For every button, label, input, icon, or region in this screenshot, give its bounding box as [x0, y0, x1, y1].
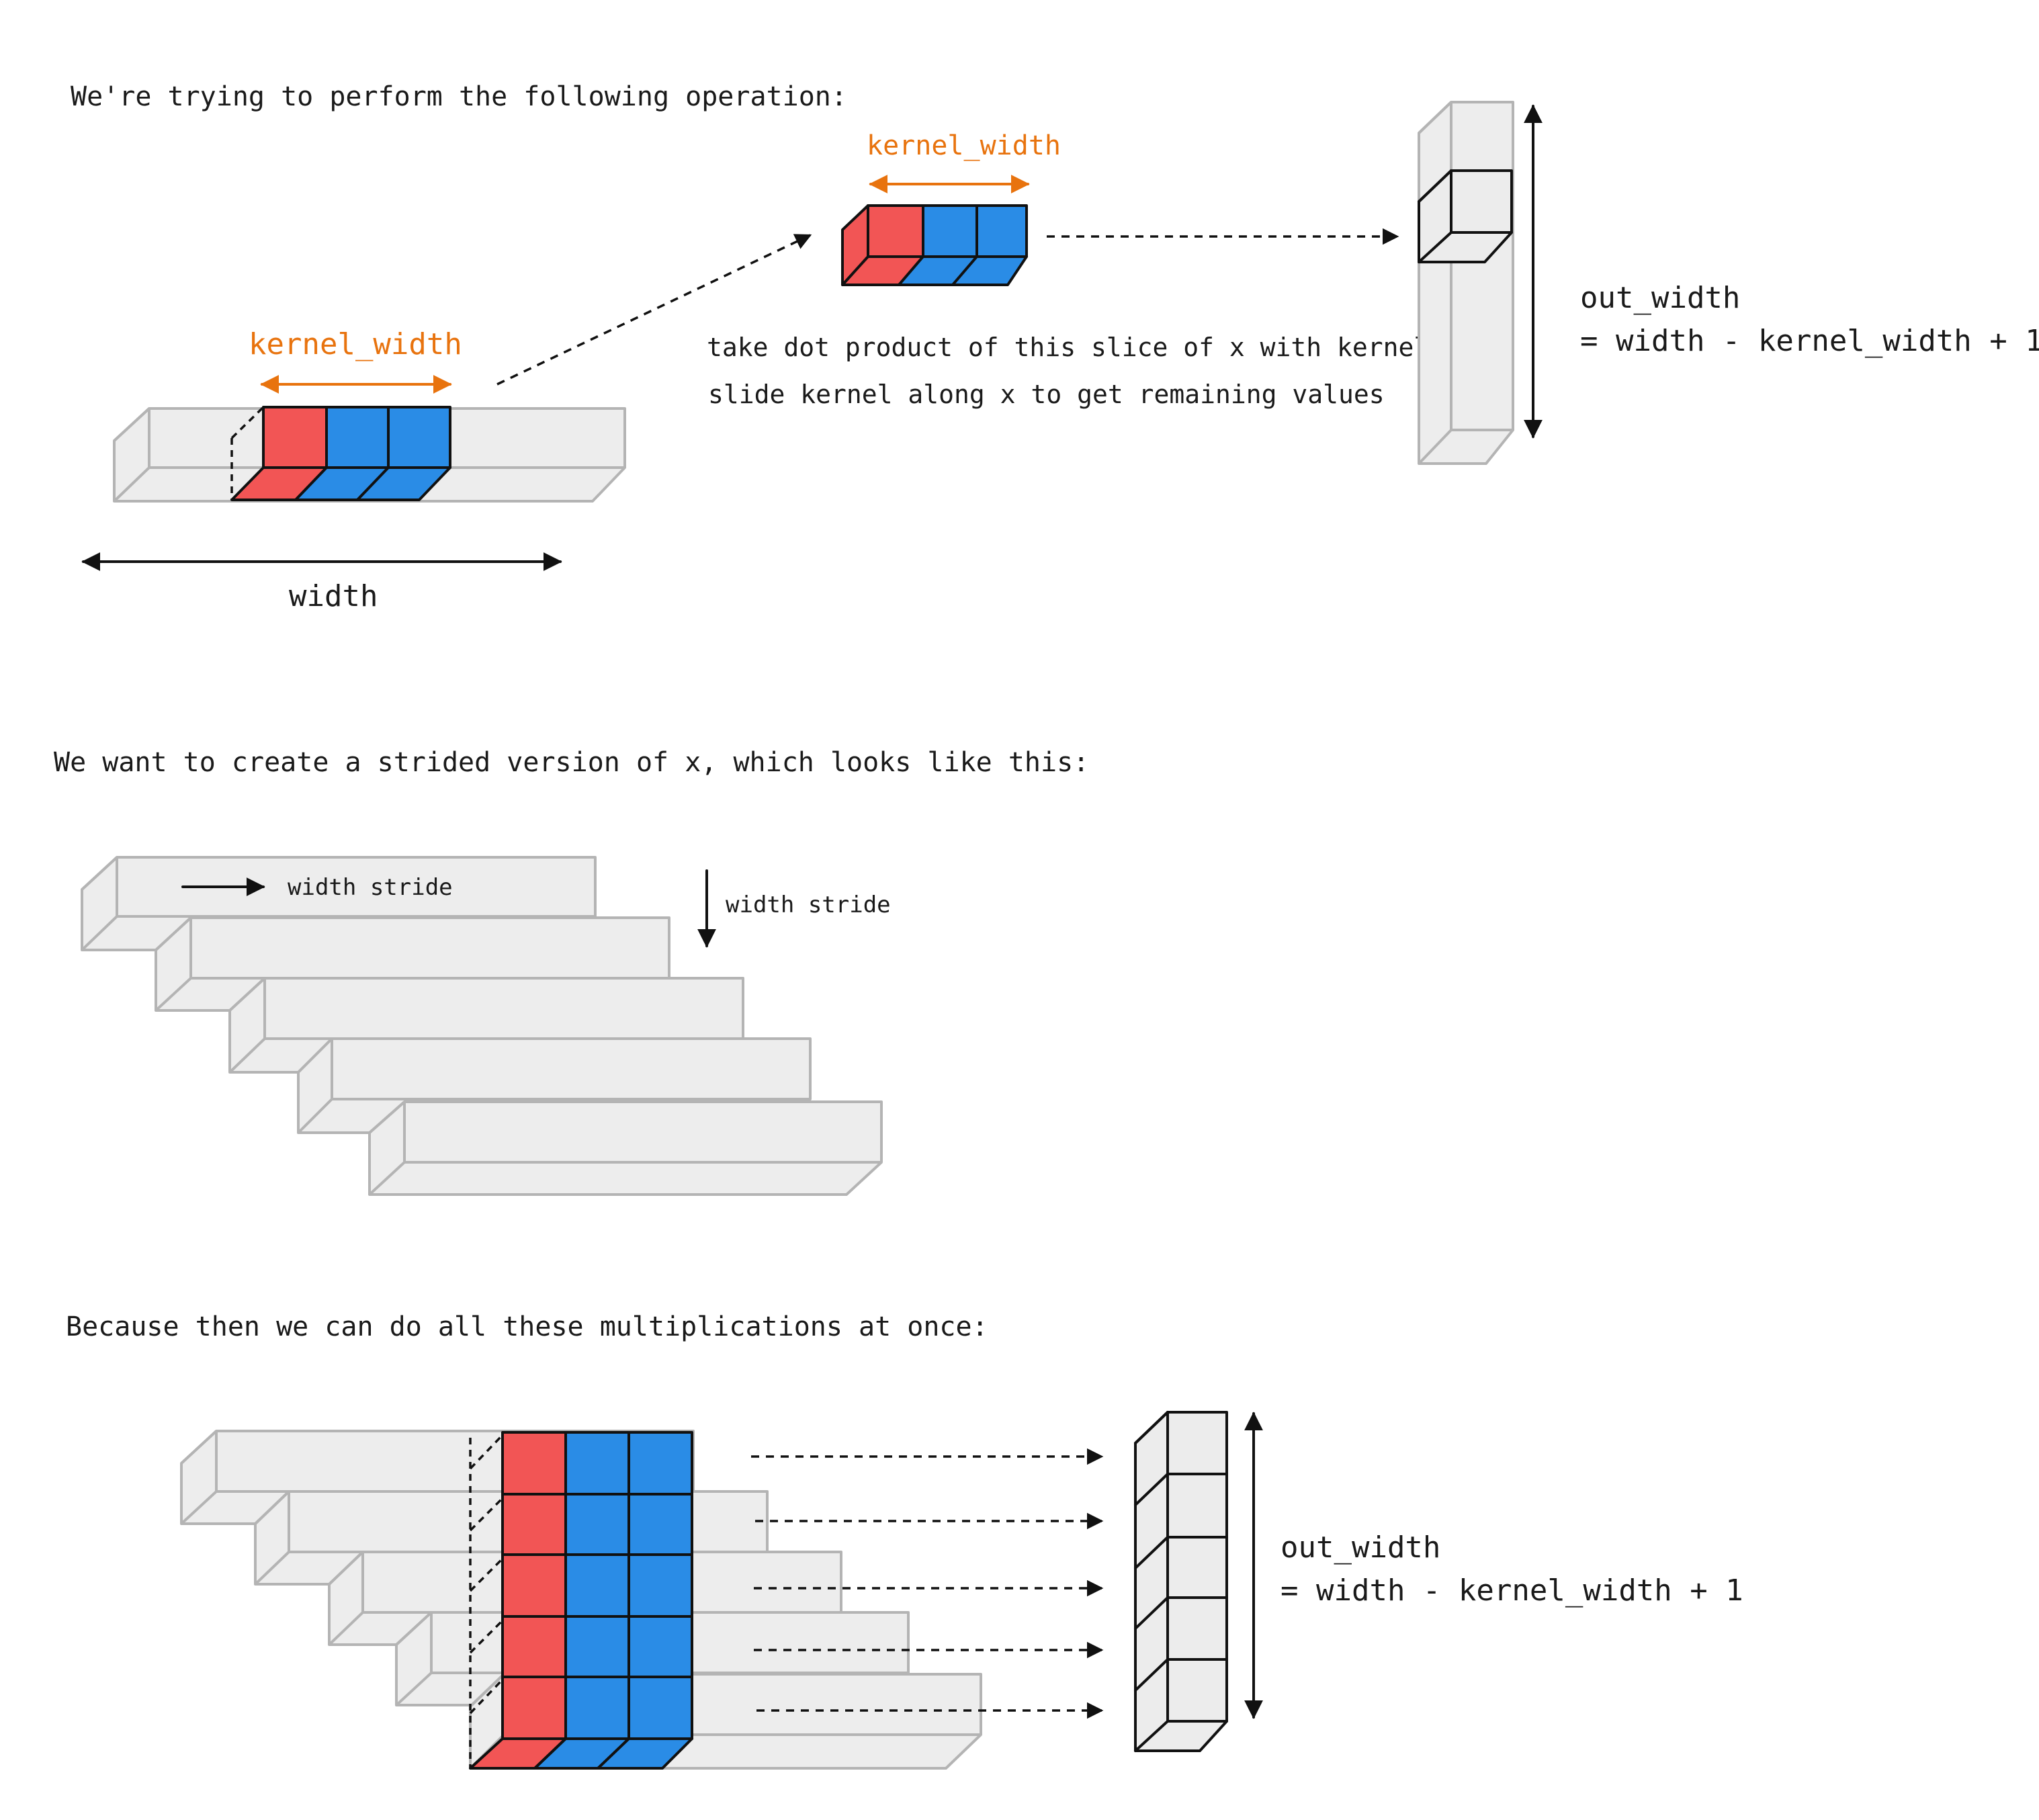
strided-row [368, 1100, 883, 1196]
section3-heading: Because then we can do all these multipl… [66, 1311, 988, 1342]
section1-heading: We're trying to perform the following op… [71, 81, 847, 112]
horizontal-stride-label: width stride [288, 874, 453, 901]
out-width-formula: = width - kernel_width + 1 [1580, 324, 2039, 358]
vertical-stride-label: width stride [726, 892, 891, 918]
section2-heading: We want to create a strided version of x… [54, 747, 1089, 778]
note-line-1: take dot product of this slice of x with… [707, 333, 1429, 362]
strided-rows [81, 856, 883, 1196]
output-column [1418, 101, 1514, 465]
extracted-kernel-slice [841, 204, 1028, 286]
kernel-grid [469, 1431, 693, 1770]
out-width-formula-bottom: = width - kernel_width + 1 [1281, 1573, 1743, 1608]
output-stack [1134, 1411, 1228, 1752]
note-line-2: slide kernel along x to get remaining va… [708, 380, 1385, 409]
kernel-slice-on-input [230, 406, 451, 501]
kernel-width-label-input: kernel_width [249, 327, 462, 361]
width-label: width [289, 579, 378, 613]
output-cell [1418, 169, 1513, 263]
out-width-label: out_width [1580, 281, 1740, 315]
kernel-width-label-slice: kernel_width [867, 130, 1061, 161]
out-width-label-bottom: out_width [1281, 1530, 1440, 1565]
